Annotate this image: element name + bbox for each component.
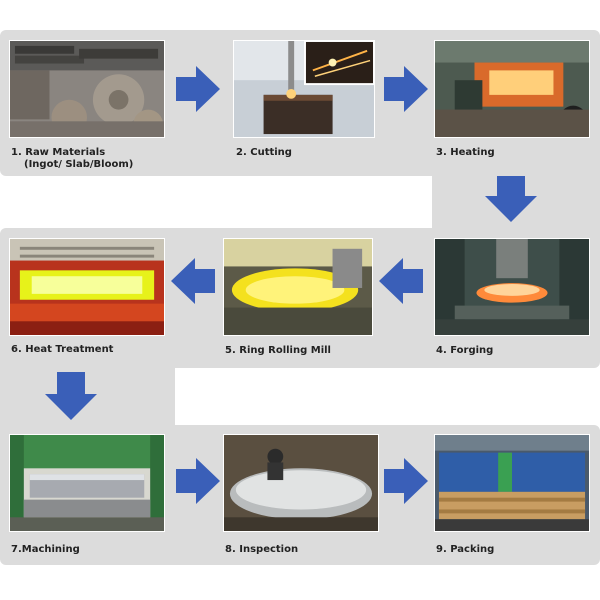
step-6-label: 6. Heat Treatment — [11, 344, 114, 355]
arrow-right-icon — [176, 66, 220, 112]
packing-photo — [434, 434, 590, 532]
inspection-photo — [223, 434, 379, 532]
cutting-photo — [233, 40, 375, 138]
forging-photo — [434, 238, 590, 336]
arrow-left-icon — [379, 258, 423, 304]
step-2-label: 2. Cutting — [236, 147, 292, 158]
arrow-down-icon — [45, 372, 97, 420]
machining-photo — [9, 434, 165, 532]
step-1-sublabel: (Ingot/ Slab/Bloom) — [24, 159, 134, 170]
step-9-label: 9. Packing — [436, 544, 495, 555]
ring-rolling-photo — [223, 238, 373, 336]
step-4-label: 4. Forging — [436, 345, 494, 356]
arrow-right-icon — [384, 458, 428, 504]
raw-materials-photo — [9, 40, 165, 138]
arrow-right-icon — [176, 458, 220, 504]
step-8-label: 8. Inspection — [225, 544, 299, 555]
heat-treatment-photo — [9, 238, 165, 336]
step-5-label: 5. Ring Rolling Mill — [225, 345, 331, 356]
step-7-label: 7.Machining — [11, 544, 80, 555]
arrow-down-icon — [485, 176, 537, 222]
heating-photo — [434, 40, 590, 138]
step-1-label: 1. Raw Materials — [11, 147, 106, 158]
arrow-right-icon — [384, 66, 428, 112]
step-3-label: 3. Heating — [436, 147, 495, 158]
arrow-left-icon — [171, 258, 215, 304]
